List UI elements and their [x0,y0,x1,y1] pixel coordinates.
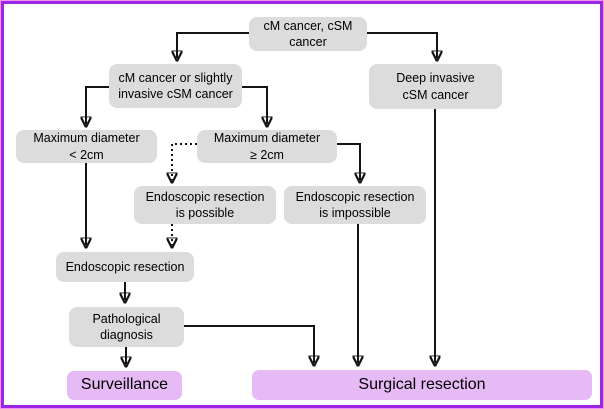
node-max-diameter-ge-2cm: Maximum diameter ≥ 2cm [197,130,337,163]
connector-root-to-left-branch [177,32,249,58]
connector-left-branch-to-max-lt [86,86,109,124]
node-max-diameter-lt-2cm: Maximum diameter < 2cm [16,130,157,163]
node-label: Surgical resection [358,375,486,393]
node-surveillance: Surveillance [67,371,182,400]
node-label: Deep invasive cSM cancer [396,71,475,102]
node-label: Maximum diameter < 2cm [33,131,140,162]
node-label: Pathological diagnosis [92,311,161,342]
node-label: Maximum diameter ≥ 2cm [213,131,321,162]
node-pathological-diagnosis: Pathological diagnosis [69,307,184,347]
node-surgical-resection: Surgical resection [252,370,592,400]
node-label: Endoscopic resection is impossible [295,189,415,220]
node-deep-invasive-csm: Deep invasive cSM cancer [369,64,502,109]
node-label: Endoscopic resection [65,259,185,274]
flow-connectors [4,32,603,408]
node-endoscopic-resection-possible: Endoscopic resection is possible [134,186,276,224]
node-label: Surveillance [80,376,169,394]
connector-max-ge-to-possible-dotted [172,143,197,180]
node-label: cM cancer, cSM cancer [263,18,353,49]
connector-pathological-to-surgical [184,325,314,363]
node-endoscopic-resection: Endoscopic resection [56,252,194,282]
node-cm-or-slightly-invasive-csm: cM cancer or slightly invasive cSM cance… [109,64,242,108]
node-cm-csm-cancer: cM cancer, cSM cancer [249,17,367,51]
connector-root-to-deep-invasive [367,32,437,58]
node-label: Endoscopic resection is possible [145,189,265,220]
node-endoscopic-resection-impossible: Endoscopic resection is impossible [284,186,426,224]
connector-max-ge-to-impossible [337,143,360,180]
node-label: cM cancer or slightly invasive cSM cance… [118,70,233,101]
connector-left-branch-to-max-ge [242,86,267,124]
